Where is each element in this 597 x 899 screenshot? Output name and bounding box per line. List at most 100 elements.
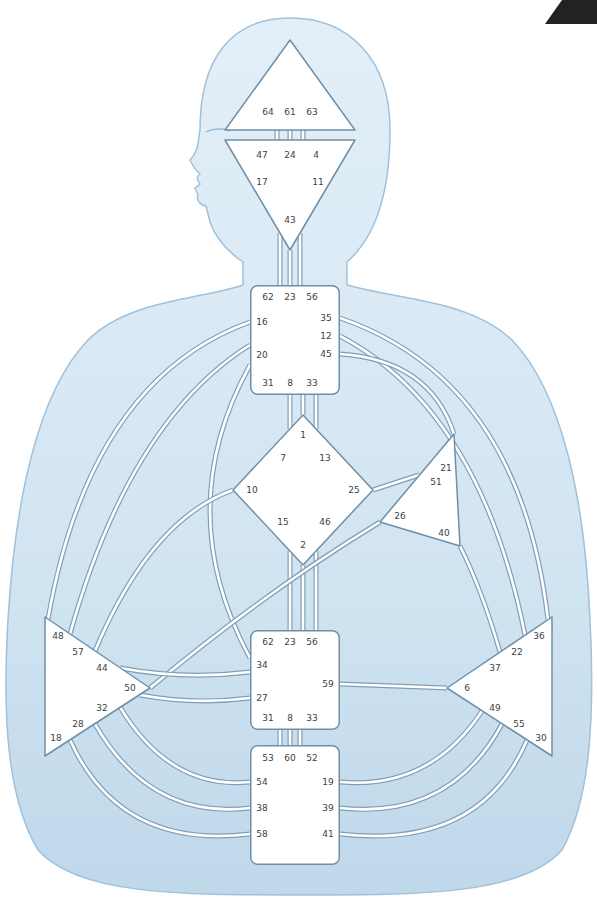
- channel-outline: [460, 546, 500, 652]
- gate-number: 45: [320, 350, 331, 359]
- channel-outline: [140, 695, 250, 701]
- channel-fill: [276, 130, 279, 140]
- gate-number: 28: [72, 720, 83, 729]
- center-shape: [225, 140, 355, 250]
- channel-outline: [298, 233, 303, 285]
- channel-fill: [289, 250, 292, 285]
- channel: [340, 684, 447, 688]
- gate-number: 61: [284, 108, 295, 117]
- channel-outline: [95, 490, 233, 651]
- gate-number: 41: [322, 830, 333, 839]
- gate-number: 1: [300, 431, 306, 440]
- gate-number: 25: [348, 486, 359, 495]
- gate-number: 13: [319, 454, 330, 463]
- channel-outline: [120, 707, 250, 783]
- channel-fill: [340, 740, 527, 836]
- channel-outline: [340, 711, 482, 783]
- gate-number: 54: [256, 778, 267, 787]
- channel-fill: [150, 522, 380, 688]
- channel-outline: [95, 724, 250, 809]
- gate-number: 19: [322, 778, 333, 787]
- gate-number: 8: [287, 379, 293, 388]
- gate-number: 27: [256, 694, 267, 703]
- gate-number: 20: [256, 351, 267, 360]
- gate-number: 26: [394, 512, 405, 521]
- center-shape: [225, 40, 355, 130]
- gate-number: 24: [284, 151, 295, 160]
- channel-outline: [301, 395, 306, 415]
- gate-number: 33: [306, 379, 317, 388]
- gate-number: 31: [262, 714, 273, 723]
- channel-fill: [120, 668, 250, 675]
- center-shape: [251, 746, 340, 865]
- channel-fill: [340, 354, 454, 434]
- channel-fill: [299, 730, 302, 745]
- channel-fill: [302, 395, 305, 415]
- gate-number: 55: [513, 720, 524, 729]
- gate-number: 22: [511, 648, 522, 657]
- channel-fill: [299, 233, 302, 285]
- channel-fill: [70, 740, 250, 836]
- head-center: 646163: [225, 40, 355, 130]
- channel: [340, 724, 502, 809]
- center-shape: [447, 617, 552, 756]
- channel: [316, 395, 317, 429]
- channel-outline: [278, 730, 283, 745]
- gate-number: 63: [306, 108, 317, 117]
- gate-number: 62: [262, 638, 273, 647]
- channel-outline: [314, 395, 319, 429]
- channel-fill: [302, 130, 305, 140]
- gate-number: 33: [306, 714, 317, 723]
- channel-fill: [95, 490, 233, 651]
- g-center: 1713102515462: [233, 415, 373, 565]
- channel: [290, 250, 291, 285]
- channel: [340, 740, 527, 836]
- center-outline: [225, 40, 355, 130]
- channel-fill: [279, 730, 282, 745]
- channel: [340, 354, 454, 434]
- channel-outline: [278, 233, 283, 285]
- center-shape: [380, 434, 460, 546]
- channel-outline: [301, 130, 306, 140]
- solar-plexus-center: 3622376495530: [445, 612, 555, 760]
- channel: [120, 707, 250, 783]
- channel-outline: [288, 395, 293, 429]
- channel: [290, 130, 291, 140]
- channel-outline: [275, 130, 280, 140]
- gate-number: 38: [256, 804, 267, 813]
- gate-number: 37: [489, 664, 500, 673]
- gate-number: 12: [320, 332, 331, 341]
- channel-fill: [315, 395, 318, 429]
- gate-number: 31: [262, 379, 273, 388]
- gate-number: 16: [256, 318, 267, 327]
- channel-fill: [340, 684, 447, 688]
- gate-number: 32: [96, 704, 107, 713]
- gate-number: 48: [52, 632, 63, 641]
- sacral-center: 62235634275931833: [250, 630, 340, 730]
- heart-center: 21512640: [378, 430, 462, 550]
- channel: [290, 551, 291, 630]
- channel-fill: [340, 711, 482, 783]
- gate-number: 43: [284, 216, 295, 225]
- gate-number: 40: [438, 529, 449, 538]
- gate-number: 50: [124, 684, 135, 693]
- channel-outline: [70, 740, 250, 836]
- throat-center: 622356162035124531833: [250, 285, 340, 395]
- gate-number: 39: [322, 804, 333, 813]
- channel-fill: [289, 130, 292, 140]
- gate-number: 36: [533, 632, 544, 641]
- channel: [277, 130, 278, 140]
- gate-number: 57: [72, 648, 83, 657]
- center-shape: [251, 286, 340, 395]
- gate-number: 49: [489, 704, 500, 713]
- channel-outline: [340, 684, 447, 688]
- channel-fill: [460, 546, 500, 652]
- gate-number: 34: [256, 661, 267, 670]
- channel: [150, 522, 380, 688]
- channel-fill: [120, 707, 250, 783]
- gate-number: 56: [306, 293, 317, 302]
- channel-fill: [289, 551, 292, 630]
- channel: [140, 695, 250, 701]
- channel-outline: [150, 522, 380, 688]
- gate-number: 2: [300, 541, 306, 550]
